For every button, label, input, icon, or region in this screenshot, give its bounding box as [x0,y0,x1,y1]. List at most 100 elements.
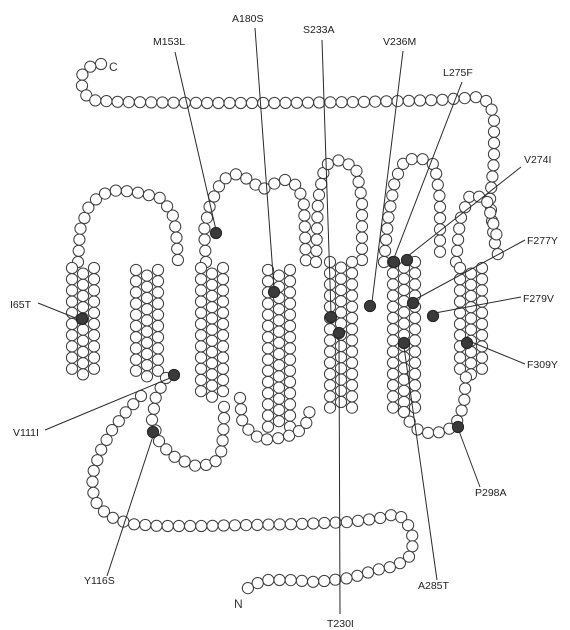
residue [434,213,445,224]
residue [356,232,367,243]
residue [217,386,228,397]
residue [412,424,423,435]
residue [121,186,132,197]
residue [488,149,499,160]
leader-line [459,431,480,487]
residue [284,276,295,287]
residue [224,97,235,108]
residue [88,465,99,476]
residue [433,427,444,438]
residue [387,357,398,368]
residue [152,276,163,287]
residue [195,352,206,363]
residue [230,169,241,180]
residue [235,404,246,415]
residue [335,385,346,396]
residue [130,298,141,309]
residue [346,256,357,267]
residue [196,520,207,531]
residue [273,270,284,281]
residue [195,341,206,352]
residue [88,487,99,498]
residue [297,518,308,529]
residue [262,276,273,287]
residue [308,518,319,529]
residue [284,354,295,365]
residue [262,309,273,320]
residue [465,290,476,301]
residue [311,234,322,245]
residue [380,245,391,256]
residue [206,268,217,279]
residue [488,218,499,229]
label-f277y: F277Y [527,235,558,247]
residue [130,343,141,354]
label-v111i: V111I [13,427,39,439]
residue [152,320,163,331]
residue [358,96,369,107]
residue [195,363,206,374]
residue [157,97,168,108]
residue [130,320,141,331]
residue [312,223,323,234]
residue [312,212,323,223]
residue [77,358,88,369]
residue [356,243,367,254]
residue [217,296,228,307]
residue [130,309,141,320]
residue [409,279,420,290]
mutant-residue [325,311,336,322]
mutant-residue [364,300,375,311]
residue [387,391,398,402]
residue [485,207,496,218]
residue [456,405,467,416]
residue [385,510,396,521]
residue [269,97,280,108]
residue [195,285,206,296]
residue [387,380,398,391]
residue [311,245,322,256]
residue [314,97,325,108]
residue [324,301,335,312]
residue [364,514,375,525]
residue [195,330,206,341]
residue [146,414,157,425]
residue [88,352,99,363]
label-s233a: S233A [303,24,335,36]
residue [454,223,465,234]
residue [335,284,346,295]
residue [351,165,362,176]
residue [284,376,295,387]
leader-line [107,436,153,576]
residue [217,274,228,285]
residue [284,309,295,320]
residue [77,268,88,279]
residue [437,94,448,105]
residue [465,324,476,335]
label-f309y: F309Y [527,359,558,371]
residue [488,126,499,137]
residue [346,268,357,279]
label-l275f: L275F [443,67,473,79]
residue [217,318,228,329]
residue [190,97,201,108]
residue [77,335,88,346]
residue [273,404,284,415]
residue [88,330,99,341]
residue [217,435,228,446]
residue [130,332,141,343]
residue [324,368,335,379]
residue [206,324,217,335]
residue [346,324,357,335]
residue [88,262,99,273]
residue [168,97,179,108]
residue [190,460,201,471]
residue [356,210,367,221]
residue [300,255,311,266]
residue [454,285,465,296]
residue [73,245,84,256]
residue [284,343,295,354]
residue [140,519,151,530]
residue [398,352,409,363]
residue [167,210,178,221]
